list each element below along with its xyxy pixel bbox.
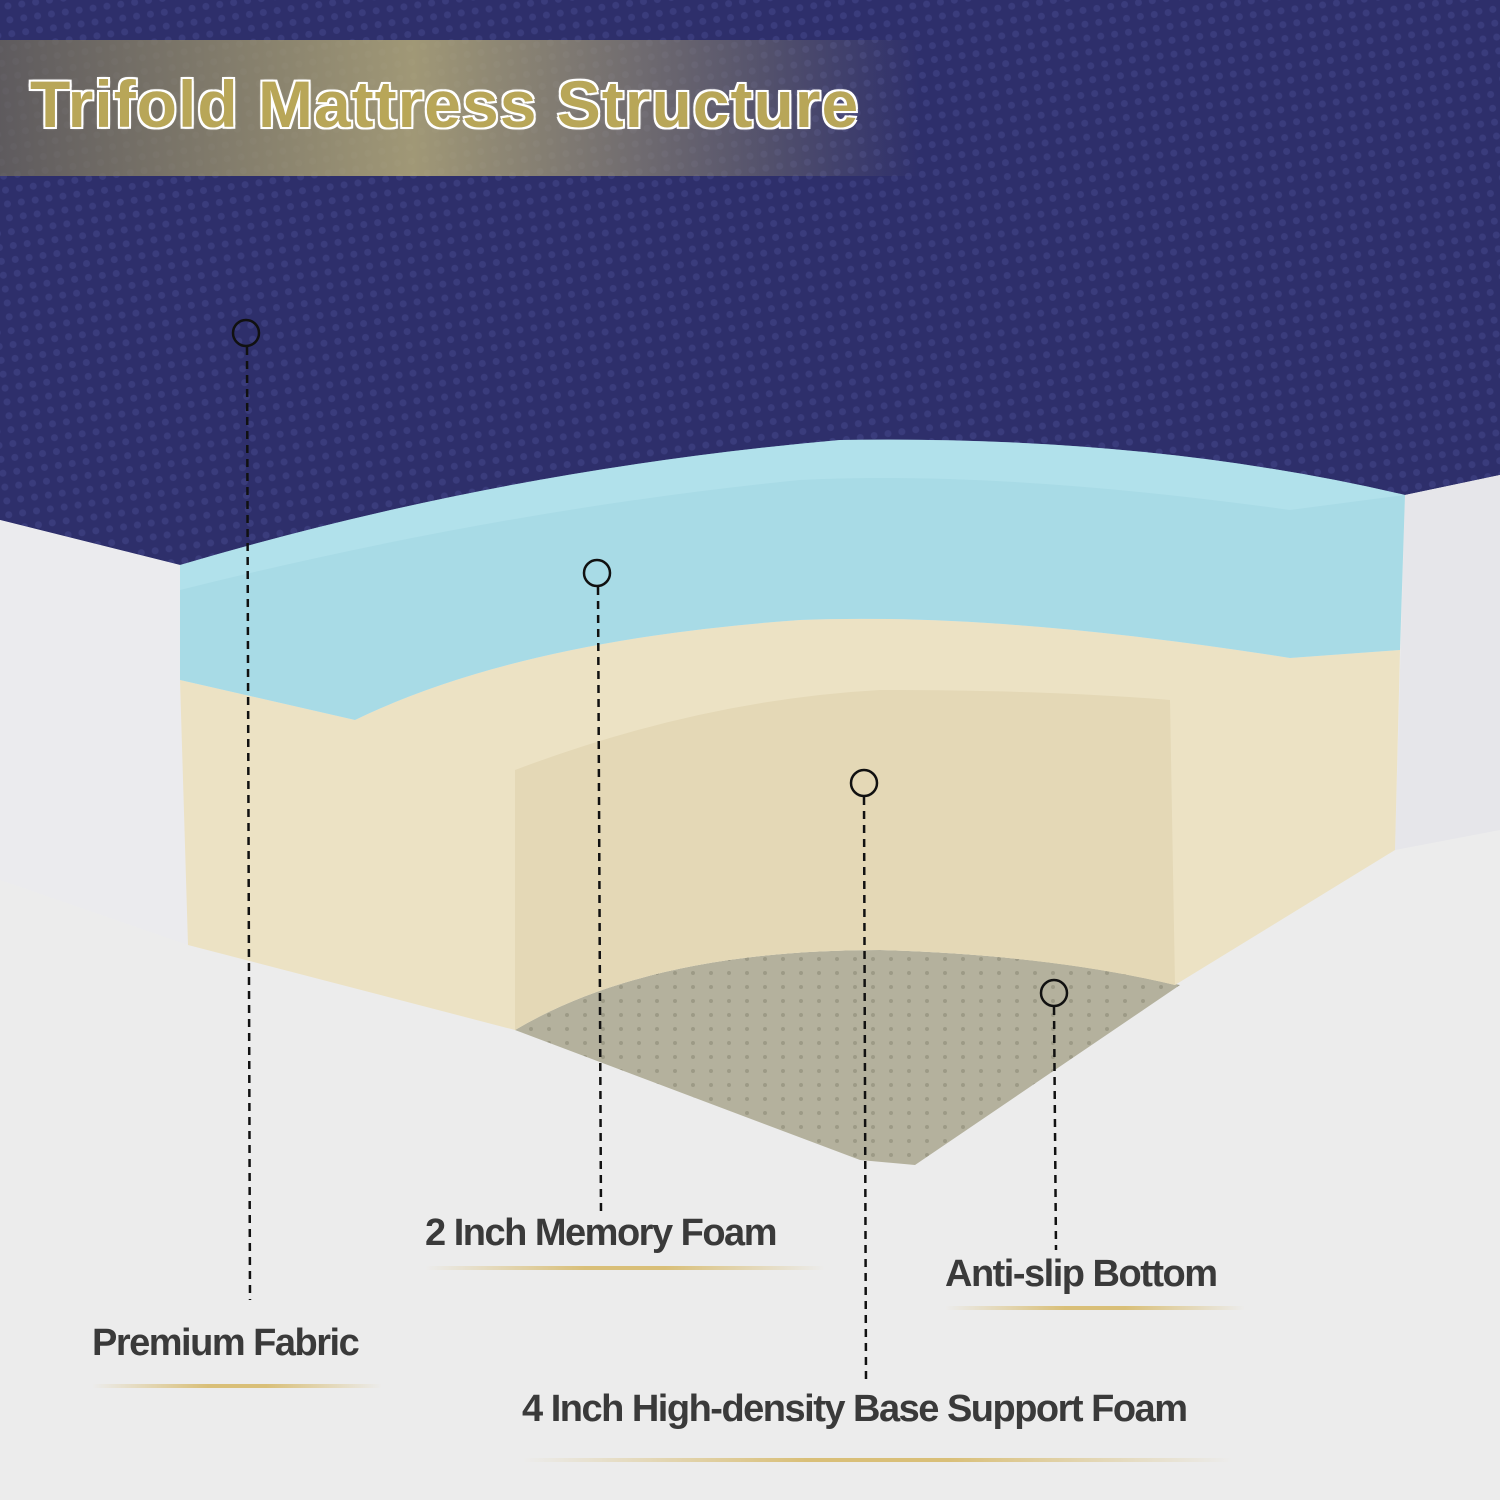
label-base-foam: 4 Inch High-density Base Support Foam [522,1388,1188,1430]
underline-premium-fabric [92,1384,382,1388]
right-side-fabric [1395,475,1500,850]
underline-anti-slip [945,1306,1245,1310]
underline-memory-foam [425,1266,825,1270]
label-anti-slip: Anti-slip Bottom [945,1253,1218,1295]
marker-memory [582,558,612,588]
label-premium-fabric: Premium Fabric [92,1322,360,1364]
base-foam-shade [515,690,1175,1030]
memory-foam-top [180,439,1405,590]
page-title: Trifold Mattress Structure [29,66,860,142]
underline-base-foam [522,1458,1232,1462]
marker-base [849,768,879,798]
pointer-line-fabric [245,346,252,1301]
marker-antislip [1039,978,1069,1008]
label-memory-foam: 2 Inch Memory Foam [425,1212,777,1254]
pointer-line-memory [596,586,603,1216]
left-side-fabric [0,520,188,945]
title-band [0,40,920,176]
pointer-line-antislip [1052,1006,1058,1251]
marker-fabric [231,318,261,348]
anti-slip-bottom [515,950,1180,1165]
